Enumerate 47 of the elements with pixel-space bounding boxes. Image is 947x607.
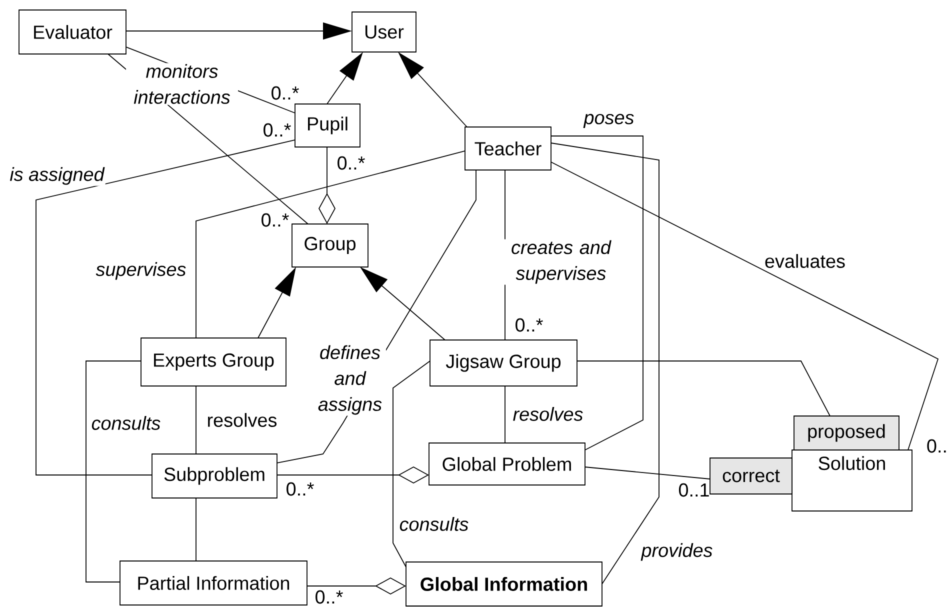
association-line (576, 360, 830, 416)
edge-label: defines and assigns (314, 344, 386, 416)
edge-label: supervises (94, 261, 188, 281)
multiplicity-label: 0.. (927, 439, 946, 453)
association-line (550, 162, 939, 450)
edge-label: is assigned (8, 166, 106, 186)
multiplicity-label: 0..* (272, 86, 299, 100)
class-box: Teacher (464, 126, 552, 170)
edge-label: consults (398, 516, 470, 532)
class-box: Jigsaw Group (430, 340, 578, 386)
aggregation-line (306, 578, 406, 594)
class-box: Group (292, 224, 368, 268)
association-line (36, 140, 296, 476)
association-line (392, 360, 430, 568)
qualifier-box: correct (710, 458, 792, 494)
edge-label: consults (90, 415, 162, 431)
class-box: User (352, 12, 416, 52)
association-line (584, 466, 710, 480)
association-line (550, 136, 644, 450)
edge-label: evaluates (763, 253, 847, 269)
edge-label: provides (640, 542, 714, 562)
aggregation-line (276, 466, 429, 484)
edge-label: poses (582, 112, 636, 130)
association-line (504, 386, 506, 444)
multiplicity-label: 0..* (286, 482, 314, 496)
class-box: Pupil (294, 104, 360, 148)
multiplicity-label: 0..* (338, 156, 365, 170)
class-box: Partial Information (120, 560, 308, 606)
multiplicity-label: 0..* (516, 318, 543, 332)
multiplicity-label: 0..* (262, 213, 289, 227)
qualifier-box: proposed (794, 416, 900, 450)
class-box: Evaluator (18, 10, 126, 54)
class-box: Solution (792, 450, 912, 512)
edge-label: resolves (206, 412, 278, 428)
multiplicity-label: 0..* (264, 123, 291, 137)
association-line (86, 360, 142, 582)
class-box: Experts Group (140, 338, 286, 386)
multiplicity-label: 0..1 (678, 483, 709, 497)
class-box: Global Problem (428, 442, 586, 486)
edge-label: resolves (512, 406, 584, 422)
association-line (550, 142, 660, 584)
multiplicity-label: 0..* (316, 590, 343, 604)
edge-label: monitors interactions (126, 63, 238, 105)
class-box: Global Information (406, 562, 602, 606)
class-box: Subproblem (152, 454, 278, 498)
edge-label: creates and supervises (504, 239, 618, 285)
association-line (196, 150, 466, 338)
